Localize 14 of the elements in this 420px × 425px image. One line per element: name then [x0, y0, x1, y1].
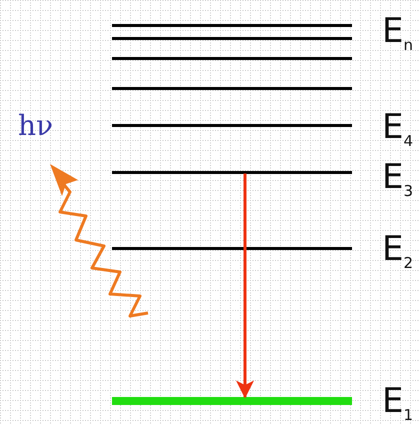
transition-arrow [236, 174, 254, 398]
photon-energy-label: hν [18, 112, 54, 140]
energy-level-line [112, 36, 352, 40]
energy-level-label: E$_{3}$ [382, 160, 414, 199]
energy-level-line [112, 170, 352, 174]
energy-level-label: E$_{1}$ [382, 384, 414, 423]
energy-level-line [112, 246, 352, 250]
energy-level-label: E$_{2}$ [382, 232, 414, 271]
energy-level-label: E$_{4}$ [382, 110, 414, 149]
energy-level-line [112, 56, 352, 60]
energy-level-line [112, 124, 352, 126]
energy-level-line [112, 86, 352, 90]
energy-level-line [112, 24, 352, 26]
energy-level-label: E$_{n}$ [382, 14, 413, 53]
